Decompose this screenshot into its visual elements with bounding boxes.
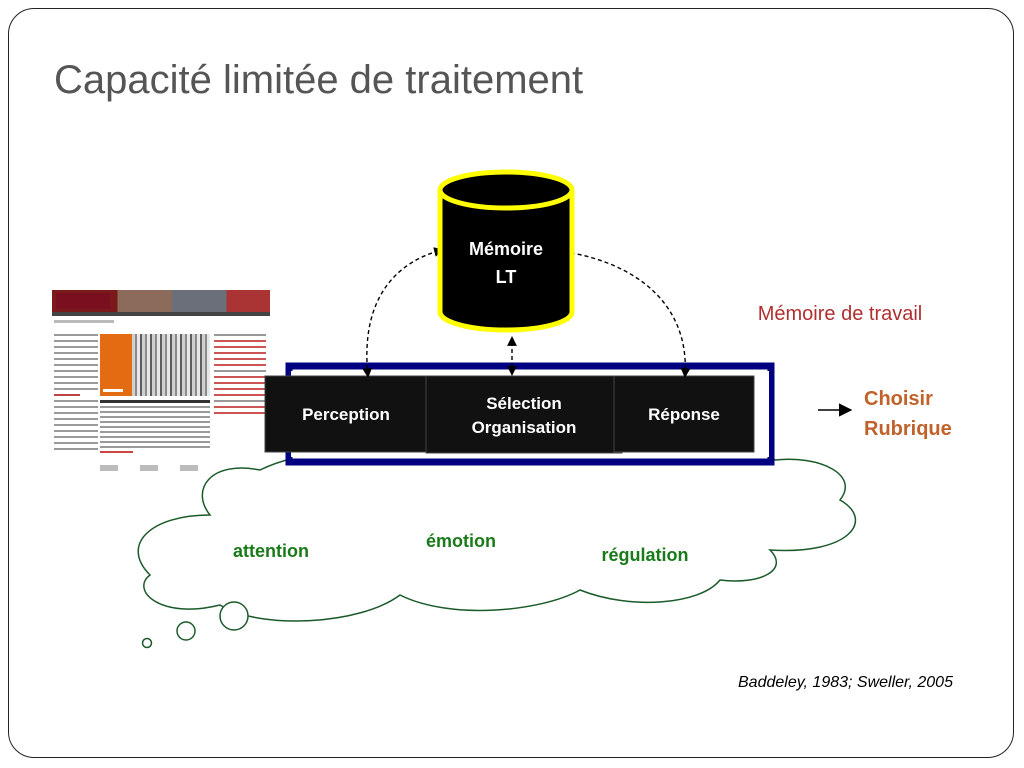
- choose-label-line1: Choisir: [864, 388, 933, 410]
- ltm-label-line2: LT: [496, 267, 517, 287]
- arrow-perception-ltm: [362, 247, 444, 378]
- thumbnail-footer: [100, 458, 260, 471]
- cloud-regulation-label: régulation: [601, 545, 688, 565]
- thought-bubble-large: [219, 601, 249, 631]
- website-thumbnail: [52, 290, 270, 476]
- thought-bubble-small: [141, 637, 153, 649]
- thumbnail-breadcrumb: [54, 320, 114, 323]
- thumbnail-nav: [52, 312, 270, 316]
- thumbnail-sidebar: [54, 334, 98, 454]
- thought-bubble-medium: [176, 621, 196, 641]
- cloud-emotion-label: émotion: [426, 531, 496, 551]
- working-memory-label: Mémoire de travail: [758, 303, 923, 325]
- thumbnail-article: [100, 400, 210, 456]
- slide-title: Capacité limitée de traitement: [54, 58, 584, 102]
- choose-label-line2: Rubrique: [864, 418, 952, 440]
- citation: Baddeley, 1983; Sweller, 2005: [738, 674, 953, 691]
- thumbnail-photo: [132, 334, 210, 396]
- ltm-label-line1: Mémoire: [469, 239, 543, 259]
- cloud-shape: [137, 445, 857, 622]
- perception-label: Perception: [302, 405, 390, 424]
- ltm-cylinder-icon: [437, 169, 575, 333]
- university-logo: [56, 293, 110, 309]
- response-box: [613, 375, 755, 453]
- thumbnail-feature-block: [100, 334, 132, 396]
- selection-label-line2: Organisation: [472, 418, 577, 437]
- slide-frame: [8, 8, 1014, 758]
- perception-box: [264, 375, 434, 453]
- selection-box: [425, 375, 623, 454]
- cloud-attention-label: attention: [233, 541, 309, 561]
- thumbnail-news-column: [214, 334, 266, 418]
- response-label: Réponse: [648, 405, 720, 424]
- selection-label-line1: Sélection: [486, 394, 562, 413]
- arrow-response-ltm: [564, 248, 691, 378]
- thumbnail-banner: [52, 290, 270, 312]
